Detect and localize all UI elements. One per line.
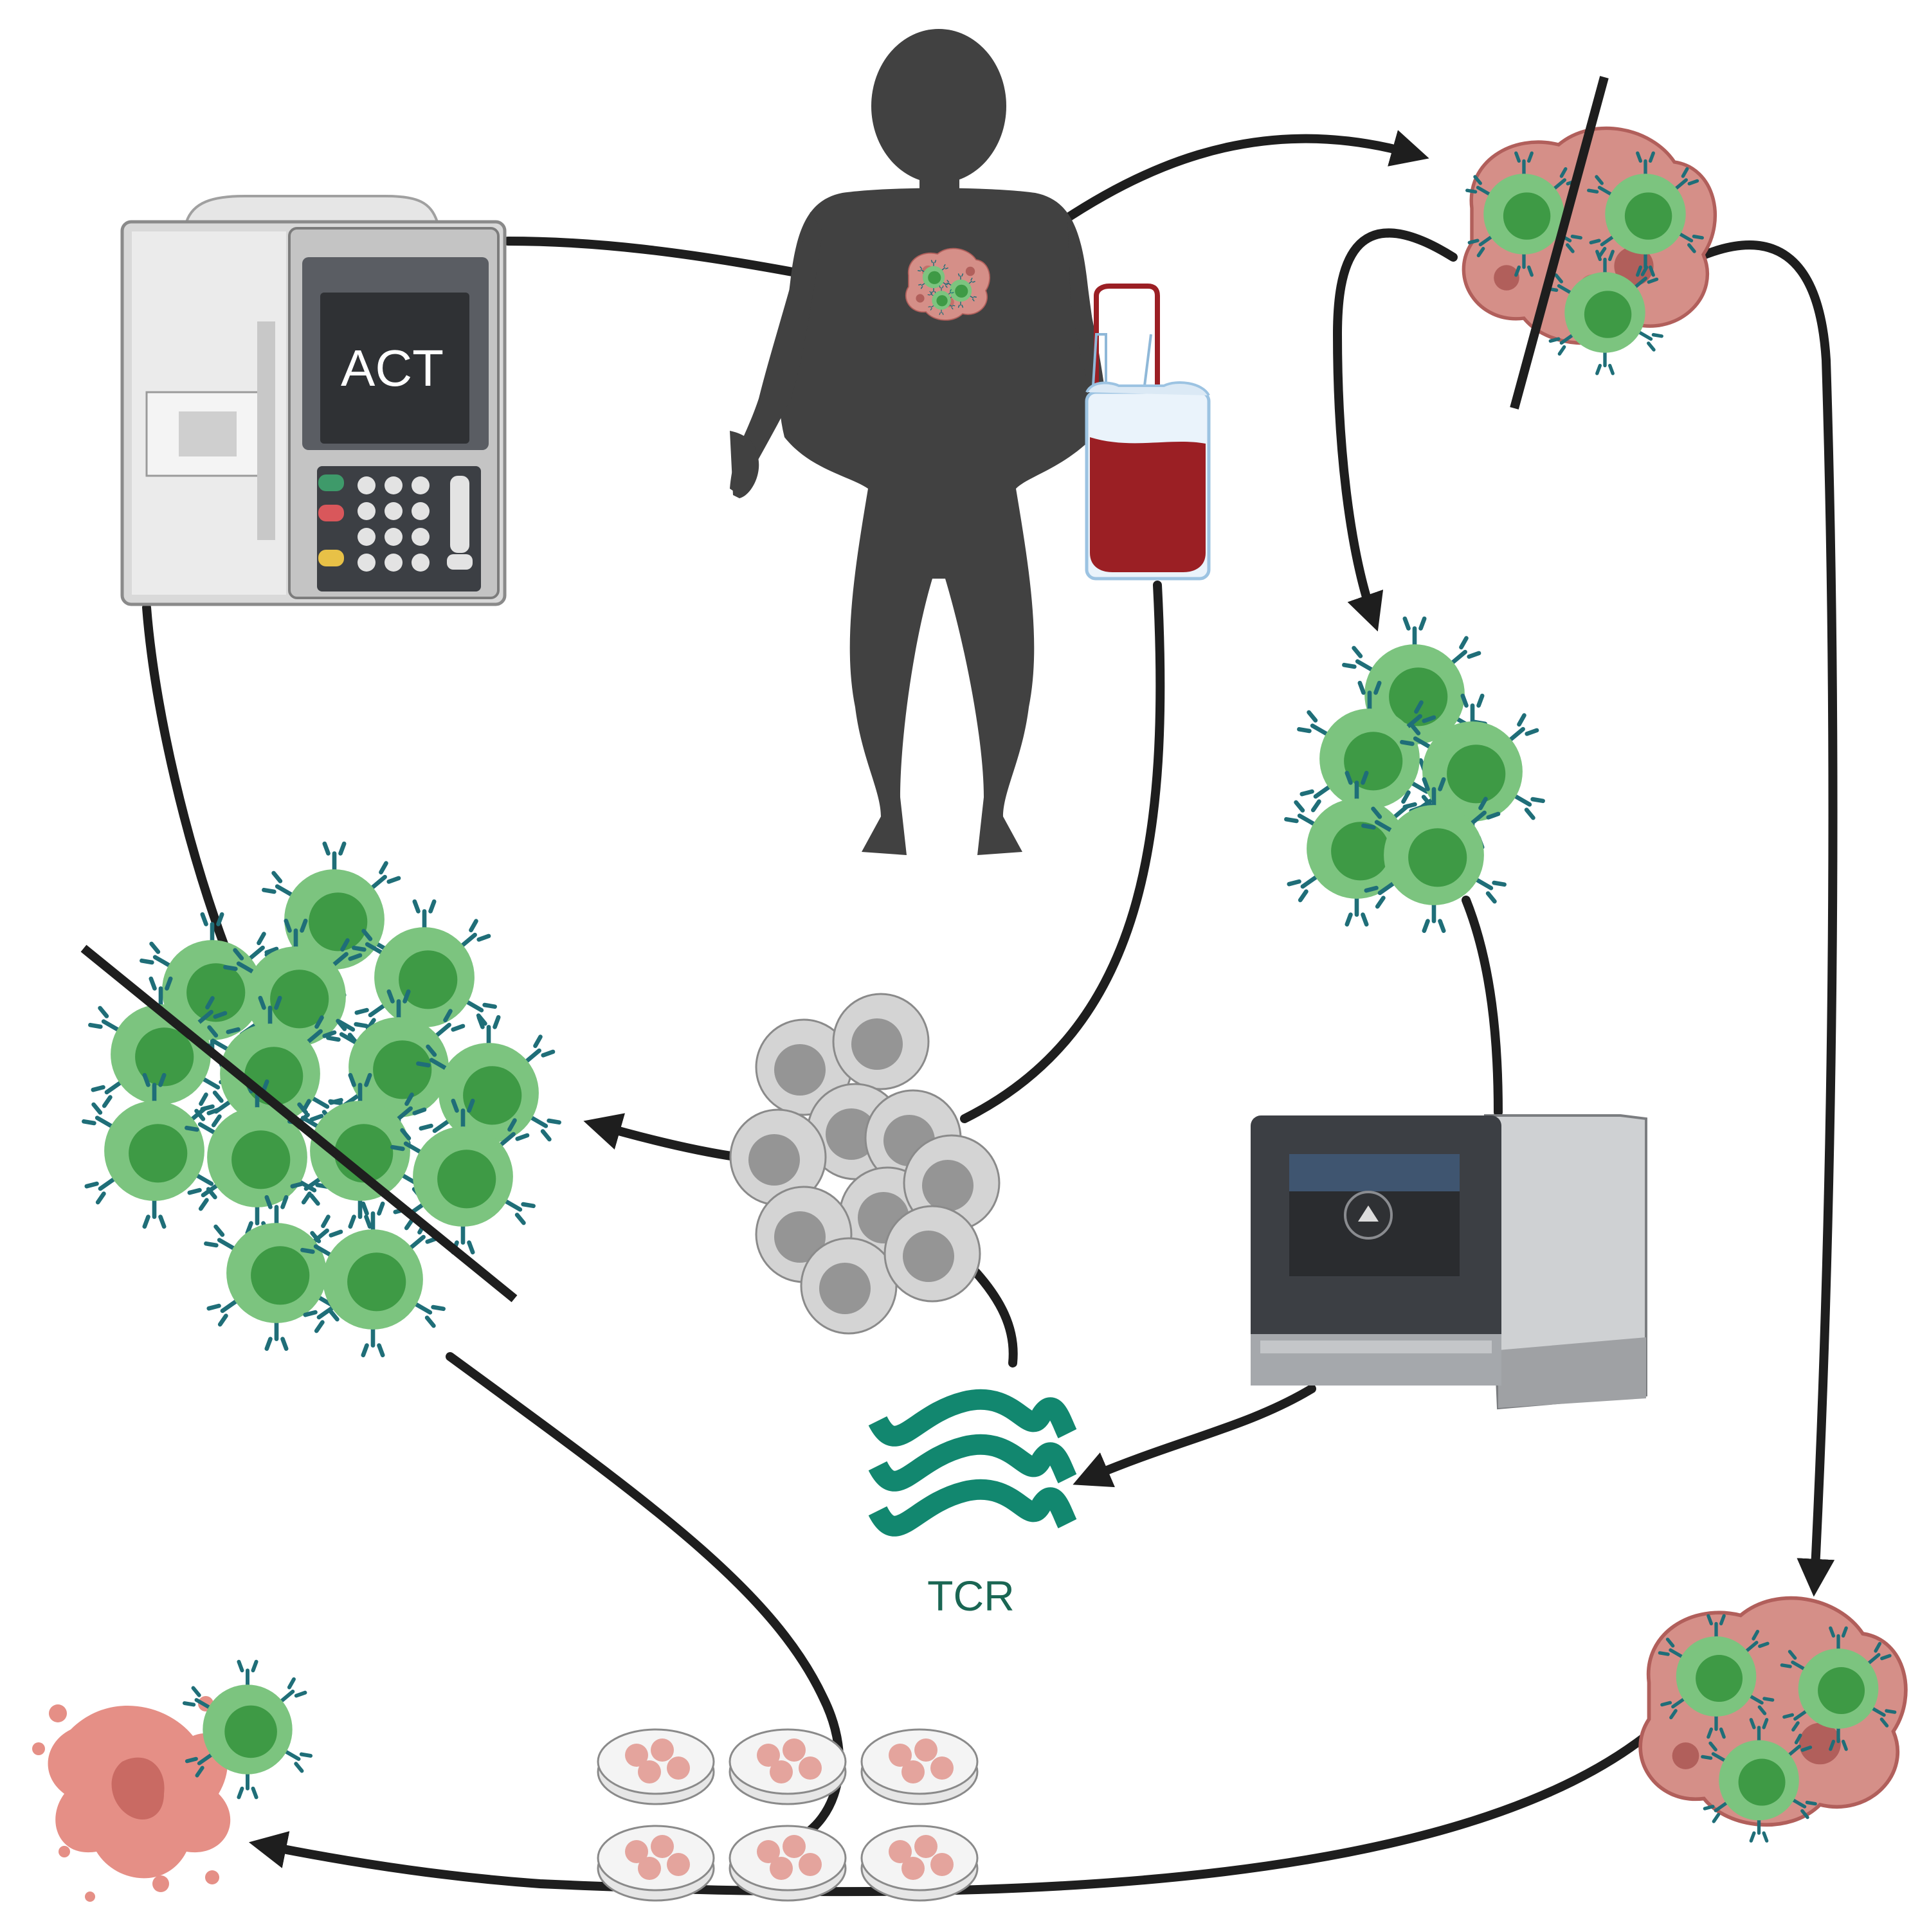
arrow-sequencer-to-tcr — [1073, 1384, 1316, 1488]
tcr-label: TCR — [927, 1572, 1015, 1620]
infusion-pump-icon: ACT — [120, 195, 507, 606]
gray-cell-cluster-icon — [729, 993, 1001, 1335]
blood-bag-icon — [1085, 284, 1211, 581]
line-tcells-to-sequencer — [1462, 896, 1503, 1117]
flow-arrows — [142, 130, 1838, 1897]
petri-dish-icon — [597, 1728, 979, 1902]
line-graycells-to-tcr — [960, 1256, 1018, 1368]
tumor-with-tcells-icon — [1463, 128, 1715, 373]
arrow-graycells-to-tcellmass — [583, 1113, 744, 1162]
arrow-pump-to-patient — [503, 237, 832, 291]
strike-line-top-tumor — [1510, 76, 1609, 410]
line-tcellmass-to-dishes — [446, 1352, 844, 1843]
arrow-tumor-to-tumor2 — [1680, 240, 1838, 1597]
tcr-icon — [868, 1389, 1077, 1537]
sequencer-device-icon — [1251, 1114, 1647, 1410]
tumor-with-tcells-icon-2 — [1640, 1598, 1906, 1841]
pump-screen-label: ACT — [341, 339, 444, 397]
tcell-cluster-icon — [1286, 618, 1543, 931]
patient-silhouette-icon — [730, 29, 1132, 855]
dying-tumor-cell-icon — [32, 1662, 311, 1902]
line-bloodbag-to-graycells — [960, 581, 1165, 1123]
arrow-tumor-to-tcells — [1332, 228, 1458, 632]
line-pump-to-tcellmass — [142, 603, 236, 969]
strike-line-tcell-mass — [80, 944, 518, 1303]
